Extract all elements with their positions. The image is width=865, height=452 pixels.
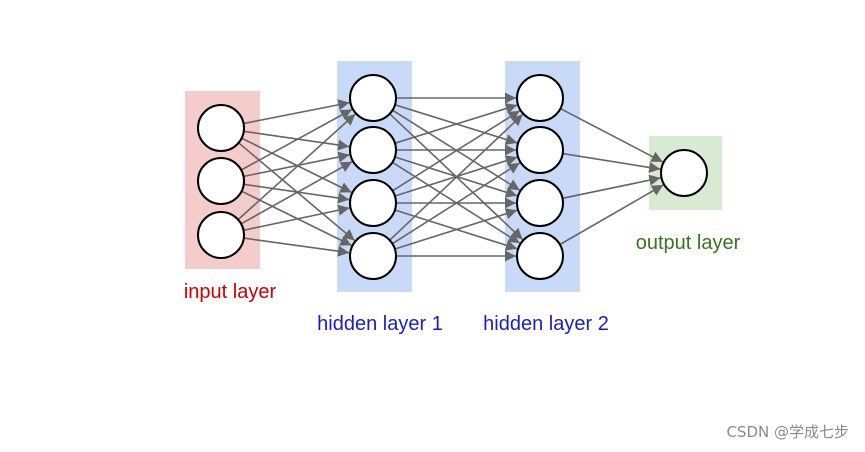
connection-input-2-hidden1-3 bbox=[243, 237, 350, 257]
input-neuron-1 bbox=[197, 104, 245, 152]
connection-hidden1-1-hidden2-0 bbox=[394, 103, 518, 144]
connection-hidden1-3-hidden2-0 bbox=[389, 113, 524, 241]
connection-input-2-hidden1-0 bbox=[237, 113, 356, 221]
output-layer-label: output layer bbox=[636, 232, 741, 254]
output-neuron-1 bbox=[660, 149, 708, 197]
input-neuron-2 bbox=[197, 157, 245, 205]
hidden1-neuron-4 bbox=[349, 232, 397, 280]
input-neuron-3 bbox=[197, 211, 245, 259]
input-layer-label: input layer bbox=[184, 281, 277, 303]
hidden-layer-1-label: hidden layer 1 bbox=[317, 313, 443, 335]
hidden1-neuron-3 bbox=[349, 179, 397, 227]
connection-input-1-hidden1-1 bbox=[243, 151, 350, 178]
hidden1-neuron-2 bbox=[349, 126, 397, 174]
connection-hidden1-3-hidden2-2 bbox=[394, 208, 518, 250]
connection-input-2-hidden1-1 bbox=[240, 161, 353, 225]
hidden1-neuron-1 bbox=[349, 74, 397, 122]
connection-hidden2-1-output-0 bbox=[562, 152, 661, 173]
hidden2-neuron-2 bbox=[516, 126, 564, 174]
hidden2-neuron-3 bbox=[516, 179, 564, 227]
watermark: CSDN @学成七步 bbox=[726, 423, 849, 441]
hidden2-neuron-1 bbox=[516, 74, 564, 122]
hidden2-neuron-4 bbox=[516, 232, 564, 280]
connections bbox=[237, 92, 664, 262]
connection-input-0-hidden1-0 bbox=[243, 99, 350, 125]
connection-input-1-hidden1-0 bbox=[240, 108, 353, 171]
connection-hidden2-0-output-0 bbox=[560, 107, 664, 163]
hidden-layer-2-label: hidden layer 2 bbox=[483, 313, 609, 335]
connection-input-2-hidden1-2 bbox=[243, 204, 350, 232]
connection-hidden1-3-hidden2-1 bbox=[391, 162, 521, 245]
connection-hidden2-3-output-0 bbox=[559, 184, 664, 246]
connection-hidden2-2-output-0 bbox=[562, 174, 661, 200]
neurons bbox=[197, 74, 708, 280]
connection-hidden1-2-hidden2-0 bbox=[392, 110, 521, 192]
